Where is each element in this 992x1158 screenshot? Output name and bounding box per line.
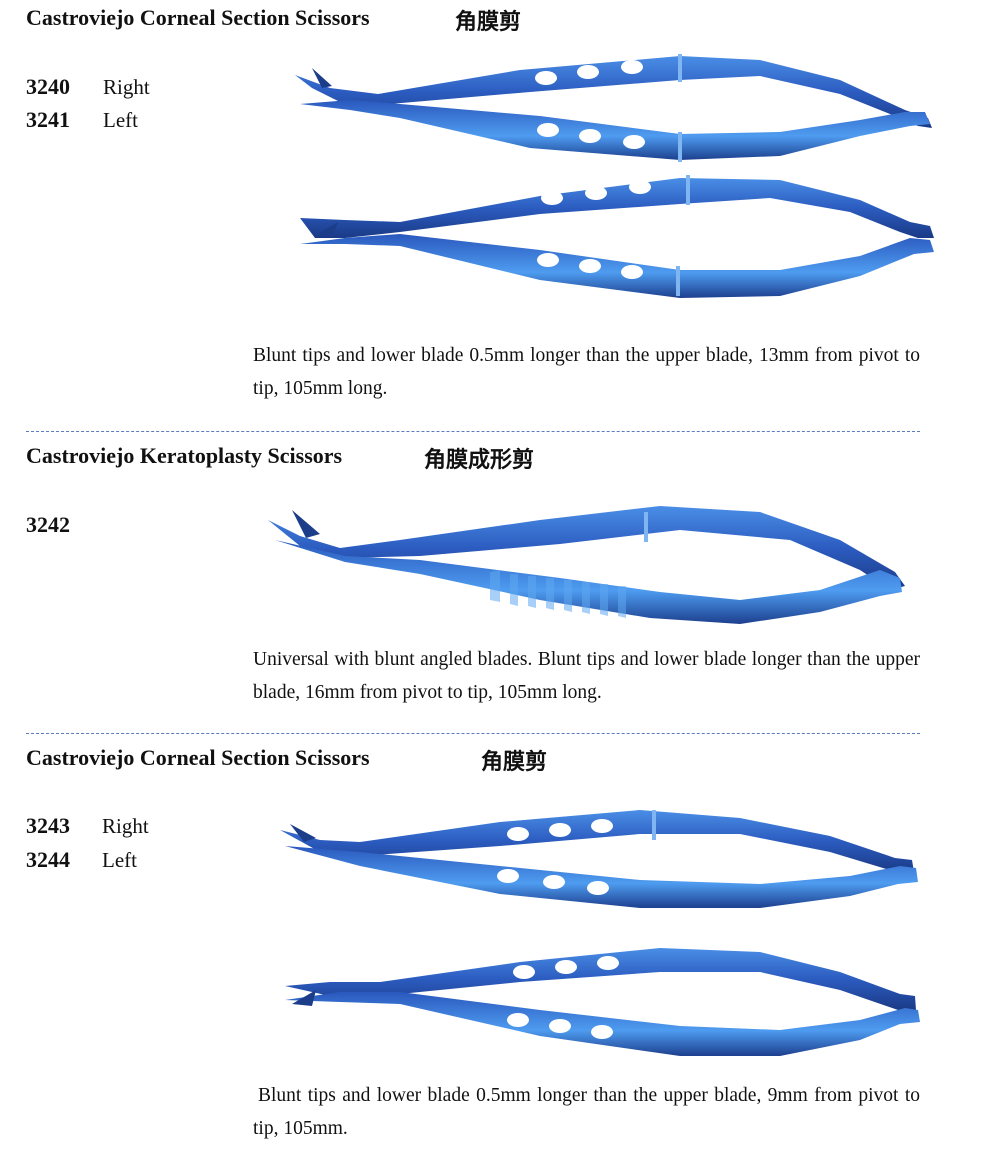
model-code: 3244: [26, 847, 70, 872]
model-code: 3243: [26, 813, 70, 838]
section-1-title-cn: 角膜剪: [455, 10, 522, 35]
section-2-title: Castroviejo Keratoplasty Scissors: [26, 443, 343, 468]
model-side: Right: [102, 814, 149, 838]
section-2-description: Universal with blunt angled blades. Blun…: [253, 649, 920, 703]
section-1-title: Castroviejo Corneal Section Scissors: [26, 5, 370, 30]
model-side: Right: [103, 75, 150, 99]
model-code: 3240: [26, 74, 70, 99]
model-side: Left: [103, 108, 138, 132]
section-divider: [26, 431, 920, 432]
section-1-description: Blunt tips and lower blade 0.5mm longer …: [253, 345, 920, 399]
model-side: Left: [102, 848, 137, 872]
section-2-title-cn: 角膜成形剪: [424, 448, 535, 473]
section-3-title-cn: 角膜剪: [481, 750, 548, 775]
section-divider: [26, 733, 920, 734]
section-3-title: Castroviejo Corneal Section Scissors: [26, 745, 370, 770]
model-code: 3242: [26, 512, 70, 537]
model-code: 3241: [26, 107, 70, 132]
section-3-description: Blunt tips and lower blade 0.5mm longer …: [253, 1085, 920, 1139]
